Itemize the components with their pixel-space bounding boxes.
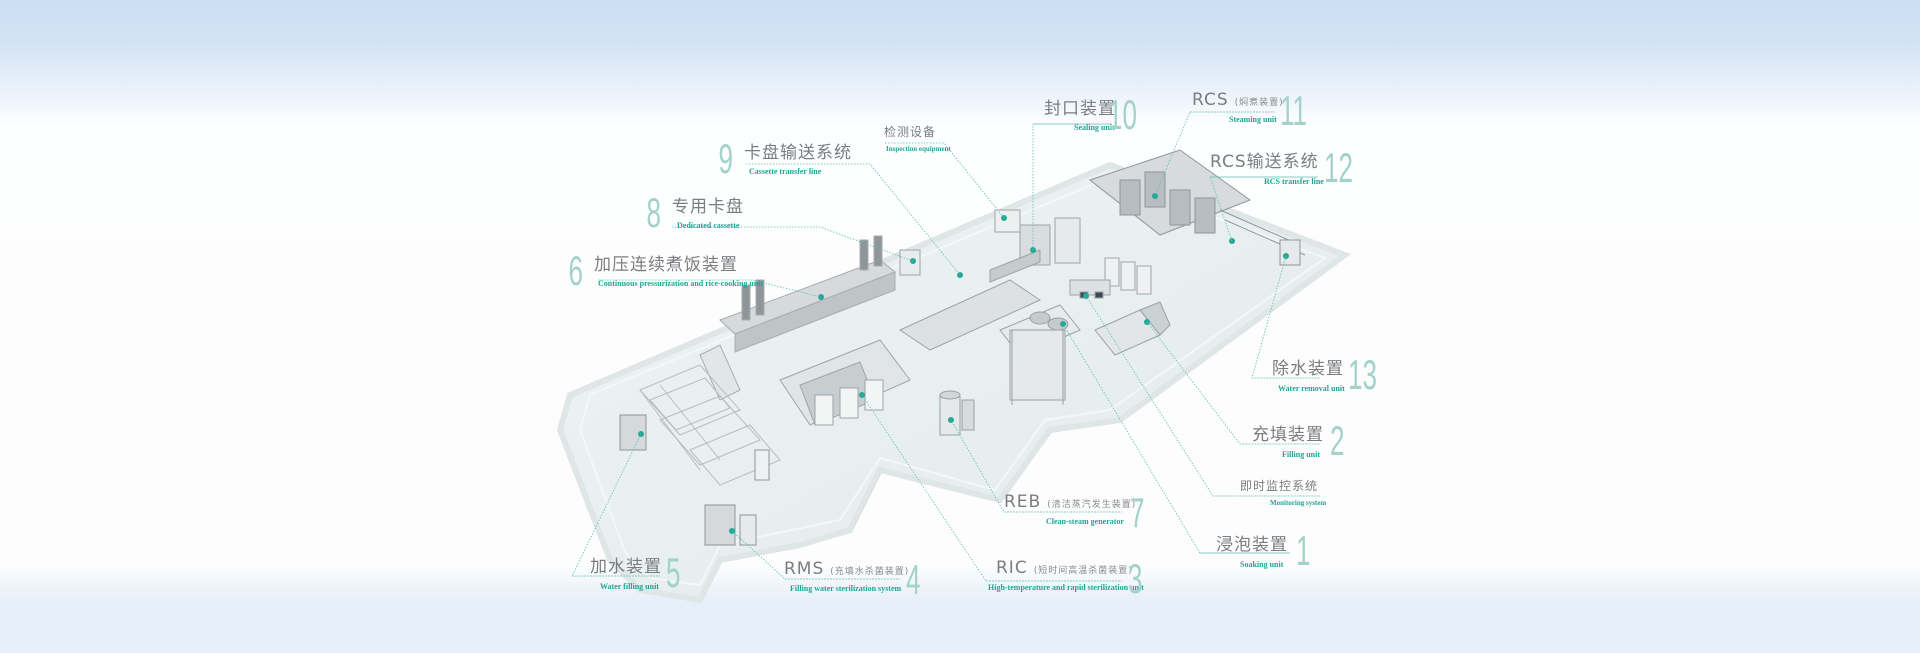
unit-number: 6 — [568, 247, 583, 294]
unit-number: 9 — [718, 135, 733, 182]
callout-u10: 封口装置 Sealing unit 10 — [1044, 94, 1137, 136]
control-panels — [1069, 257, 1152, 299]
leader-u3 — [861, 394, 1122, 582]
leader-u4 — [731, 530, 900, 580]
unit-name-note: (充填水杀菌装置) — [830, 567, 910, 577]
leader-lines — [571, 111, 1320, 582]
unit-name-en: Clean-steam generator — [1046, 517, 1124, 526]
callout-u7: REB (清洁蒸汽发生装置) Clean-steam generator 7 — [1004, 492, 1144, 534]
unit-number: 2 — [1330, 417, 1345, 464]
extra-name-cn: 检测设备 — [884, 125, 937, 139]
callout-u11: RCS (焖煮装置) Steaming unit 11 — [1192, 90, 1307, 132]
dot-u13 — [1283, 253, 1289, 259]
unit-name-cn: RCS输送系统 — [1210, 152, 1319, 172]
leader-u6 — [598, 279, 822, 298]
reb-generator — [939, 390, 975, 436]
unit-name-cn: 加水装置 — [590, 557, 662, 577]
callout-u1: 浸泡装置 Soaking unit 1 — [1216, 530, 1310, 572]
leader-u7 — [950, 419, 1122, 513]
unit-name-cn: 浸泡装置 — [1216, 535, 1288, 555]
unit-name-en: Filling water sterilization system — [790, 584, 902, 593]
unit-name-en: Soaking unit — [1240, 560, 1284, 569]
unit-name-cn: 加压连续煮饭装置 — [594, 255, 738, 275]
unit-number: 5 — [666, 549, 681, 596]
unit-number: 4 — [906, 556, 921, 603]
unit-code: RMS — [784, 559, 825, 579]
leader-inspection — [885, 142, 1005, 219]
sealing-area — [899, 209, 1081, 283]
unit-name-cn: 卡盘输送系统 — [744, 143, 852, 163]
unit-number: 1 — [1296, 527, 1311, 574]
callout-inspection: 检测设备 Inspection equipment — [884, 123, 951, 153]
leader-u10 — [1032, 123, 1112, 250]
unit-name-en: Dedicated cassette — [677, 221, 740, 230]
unit-name-en: Filling unit — [1282, 450, 1321, 459]
unit-number: 10 — [1108, 91, 1137, 138]
unit-code: REB — [1004, 492, 1042, 512]
callout-u2: 充填装置 Filling unit 2 — [1252, 420, 1344, 462]
unit-name-en: Sealing unit — [1074, 123, 1115, 132]
callout-u4: RMS (充填水杀菌装置) Filling water sterilization… — [784, 559, 920, 601]
extra-name-en: Monitoring system — [1270, 499, 1327, 507]
dot-u11 — [1152, 193, 1158, 199]
unit-name-en: Steaming unit — [1229, 115, 1277, 124]
unit-name-cn: 充填装置 — [1252, 425, 1324, 445]
leader-u9 — [746, 163, 961, 276]
filling-unit — [1094, 301, 1171, 356]
callout-monitoring: 即时监控系统 Monitoring system — [1240, 477, 1326, 507]
callout-u6: 6 加压连续煮饭装置 Continuous pressurization and… — [568, 250, 764, 292]
unit-name-cn: REB (清洁蒸汽发生装置) — [1004, 492, 1136, 512]
leader-u11 — [1154, 111, 1275, 197]
unit-code: RCS — [1192, 90, 1229, 110]
leader-u12 — [1209, 176, 1318, 242]
unit-number: 3 — [1128, 555, 1143, 602]
unit-name-en: Water filling unit — [600, 582, 659, 591]
leader-u2 — [1146, 321, 1320, 445]
leader-u13 — [1251, 255, 1320, 379]
unit-code: RIC — [996, 558, 1028, 578]
leader-monitoring — [1085, 295, 1320, 497]
dot-u4 — [729, 528, 735, 534]
unit-name-note: (焖煮装置) — [1234, 98, 1284, 108]
callout-u8: 8 专用卡盘 Dedicated cassette — [646, 192, 744, 234]
unit-name-en: Water removal unit — [1278, 384, 1345, 393]
unit-number: 13 — [1348, 351, 1377, 398]
leader-u5 — [571, 433, 660, 577]
unit-name-en: RCS transfer line — [1264, 177, 1324, 186]
dot-u9 — [957, 272, 963, 278]
extra-name-cn: 即时监控系统 — [1240, 479, 1319, 493]
leader-u8 — [672, 226, 914, 262]
unit-name-cn: RMS (充填水杀菌装置) — [784, 559, 909, 579]
conveyor-racks — [639, 364, 781, 486]
dot-u12 — [1229, 238, 1235, 244]
dot-u1 — [1060, 321, 1066, 327]
unit-name-cn: 专用卡盘 — [672, 197, 744, 217]
unit-number: 12 — [1324, 144, 1353, 191]
cooking-line — [699, 235, 896, 401]
leader-u1 — [1062, 323, 1290, 554]
callout-u3: RIC (短时间高温杀菌装置) High-temperature and rapi… — [988, 558, 1144, 600]
callout-u5: 加水装置 Water filling unit 5 — [590, 552, 680, 594]
machinery-center — [779, 279, 1042, 426]
callout-u12: RCS输送系统 RCS transfer line 12 — [1210, 147, 1353, 189]
extra-name-en: Inspection equipment — [886, 145, 951, 153]
unit-name-cn: RIC (短时间高温杀菌装置) — [996, 558, 1144, 578]
unit-name-en: Continuous pressurization and rice-cooki… — [598, 279, 764, 288]
unit-number: 7 — [1130, 489, 1145, 536]
unit-name-note: (短时间高温杀菌装置) — [1033, 566, 1133, 576]
callout-u9: 9 卡盘输送系统 Cassette transfer line — [718, 138, 852, 180]
unit-name-cn: 封口装置 — [1044, 99, 1116, 119]
unit-name-cn: RCS (焖煮装置) — [1192, 90, 1284, 110]
floor-inner — [578, 176, 1328, 587]
unit-number: 11 — [1280, 87, 1308, 134]
rcs-steaming-cluster — [1088, 149, 1306, 266]
callout-u13: 除水装置 Water removal unit 13 — [1272, 354, 1377, 396]
unit-number: 8 — [646, 189, 661, 236]
dot-inspection — [1001, 215, 1007, 221]
unit-name-note: (清洁蒸汽发生装置) — [1047, 500, 1137, 510]
unit-name-cn: 除水装置 — [1272, 359, 1344, 379]
unit-name-en: Cassette transfer line — [749, 167, 822, 176]
unit-name-en: High-temperature and rapid sterilization… — [988, 583, 1144, 592]
